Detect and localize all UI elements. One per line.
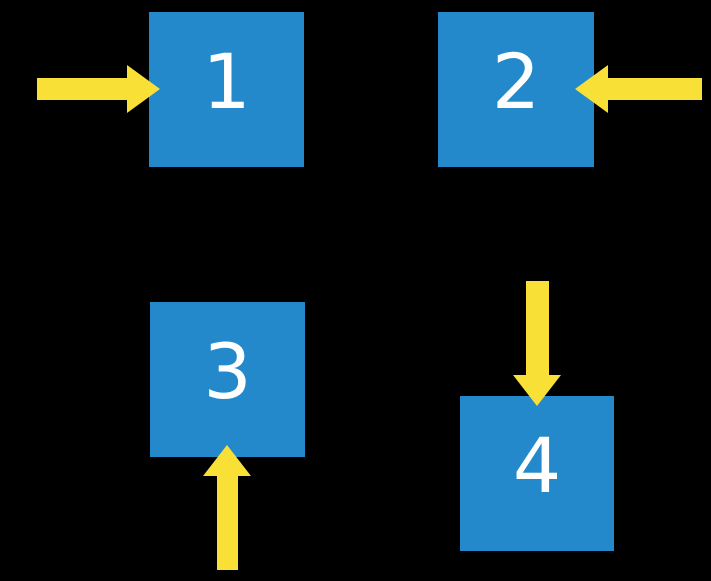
arrow-down-head bbox=[513, 375, 561, 406]
arrow-down-shaft bbox=[526, 281, 549, 376]
arrow-right-shaft bbox=[37, 78, 128, 100]
arrow-down-icon bbox=[513, 281, 561, 406]
square-4-label: 4 bbox=[512, 420, 562, 510]
arrow-right-icon bbox=[37, 65, 160, 113]
square-3: 3 bbox=[150, 302, 305, 457]
square-2: 2 bbox=[438, 12, 594, 167]
square-3-label: 3 bbox=[203, 326, 252, 416]
square-1-label: 1 bbox=[202, 36, 251, 126]
arrow-left-icon bbox=[575, 65, 702, 113]
arrow-right-head bbox=[127, 65, 160, 113]
arrow-up-shaft bbox=[217, 475, 238, 570]
square-2-label: 2 bbox=[491, 36, 541, 126]
arrow-up-icon bbox=[203, 445, 252, 570]
square-1: 1 bbox=[149, 12, 304, 167]
arrow-left-shaft bbox=[607, 78, 702, 100]
arrow-left-head bbox=[575, 65, 608, 113]
square-4: 4 bbox=[460, 396, 614, 551]
arrow-up-head bbox=[203, 445, 251, 476]
